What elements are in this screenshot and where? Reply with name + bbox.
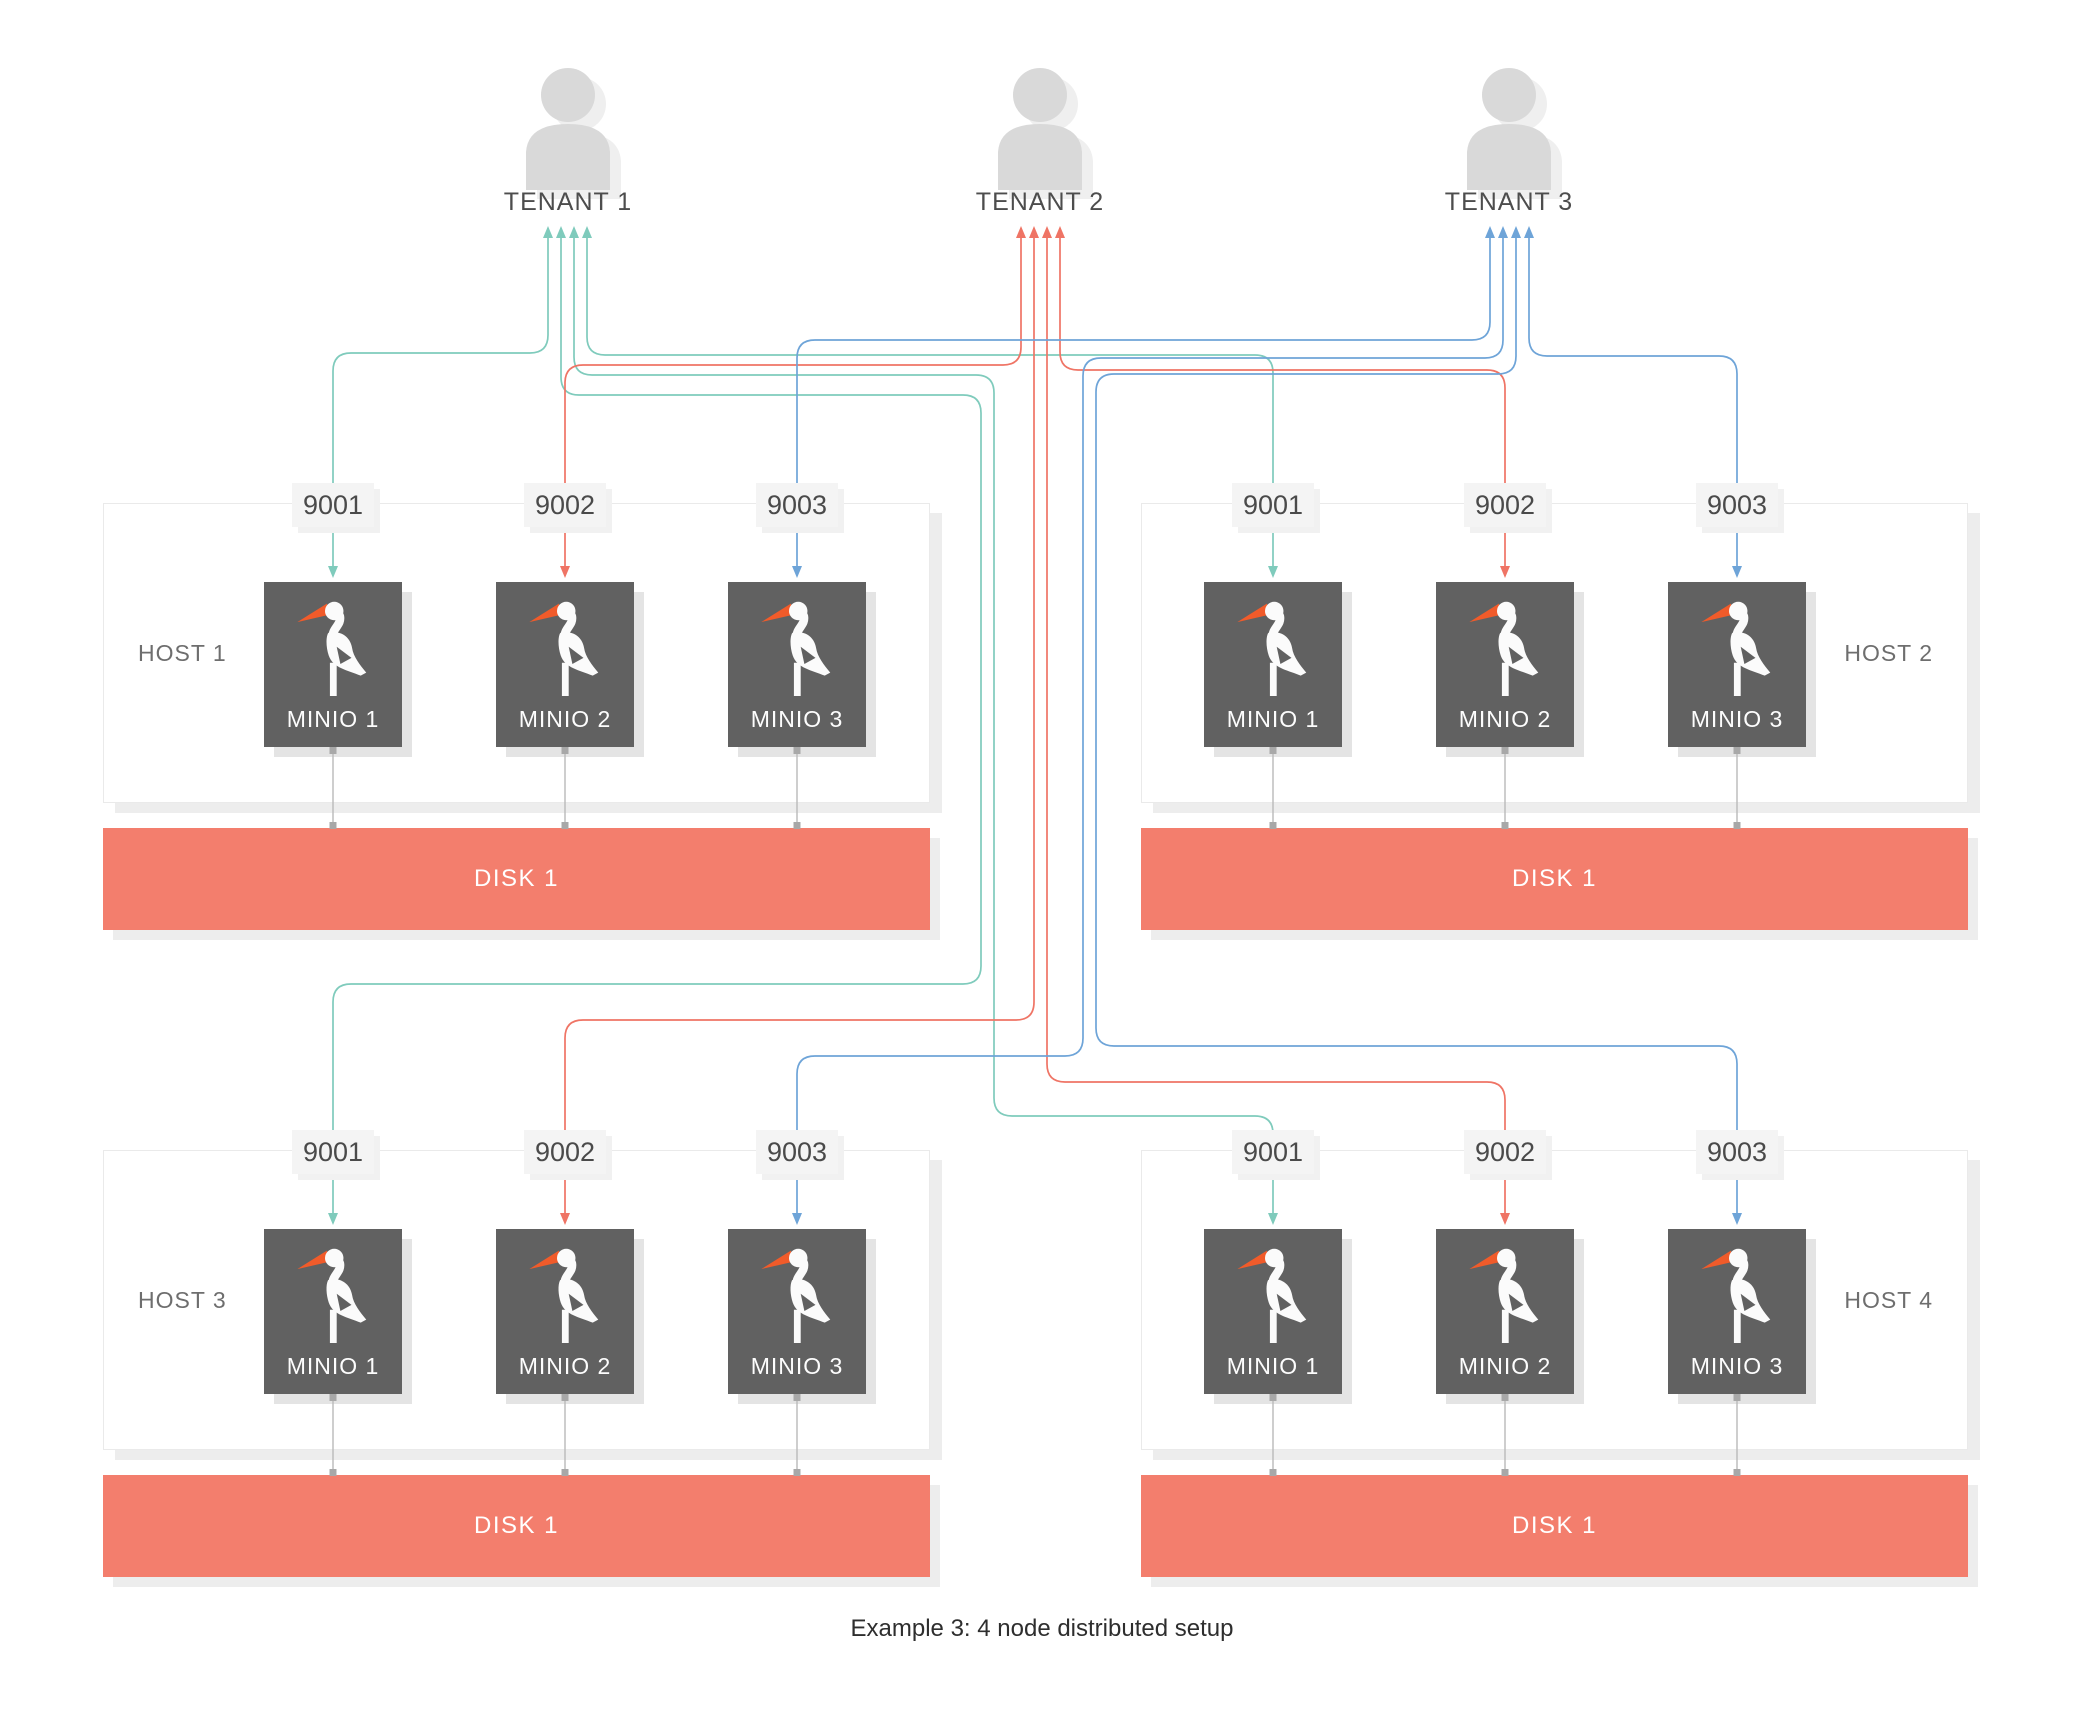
minio-node: MINIO 1 [264, 1229, 402, 1394]
port-badge: 9002 [1464, 1130, 1546, 1174]
minio-node-label: MINIO 3 [750, 706, 844, 732]
port-badge: 9001 [292, 483, 374, 527]
minio-stork-icon [1469, 1248, 1539, 1343]
port-badge: 9001 [292, 1130, 374, 1174]
minio-node-label: MINIO 2 [518, 1353, 612, 1379]
minio-node-label: MINIO 2 [1458, 706, 1552, 732]
port-badge: 9001 [1232, 1130, 1314, 1174]
minio-node: MINIO 2 [496, 1229, 634, 1394]
minio-node-label: MINIO 3 [750, 1353, 844, 1379]
disk-bar: DISK 1 [103, 1475, 930, 1577]
tenant-label: TENANT 2 [975, 188, 1105, 216]
minio-node-label: MINIO 2 [518, 706, 612, 732]
tenant-label: TENANT 1 [503, 188, 633, 216]
minio-stork-icon [297, 601, 367, 696]
minio-node: MINIO 1 [264, 582, 402, 747]
person-icon [1467, 68, 1562, 199]
minio-node: MINIO 1 [1204, 1229, 1342, 1394]
port-badge: 9003 [1696, 1130, 1778, 1174]
minio-stork-icon [1237, 601, 1307, 696]
person-icon [998, 68, 1093, 199]
tenant-1: TENANT 1 [448, 0, 688, 250]
minio-stork-icon [1469, 601, 1539, 696]
port-badge: 9003 [1696, 483, 1778, 527]
diagram-caption: Example 3: 4 node distributed setup [850, 1615, 1234, 1642]
minio-stork-icon [761, 1248, 831, 1343]
minio-node-label: MINIO 3 [1690, 706, 1784, 732]
minio-node-label: MINIO 1 [286, 1353, 380, 1379]
minio-stork-icon [529, 601, 599, 696]
minio-node: MINIO 2 [1436, 1229, 1574, 1394]
port-badge: 9003 [756, 483, 838, 527]
minio-stork-icon [761, 601, 831, 696]
minio-node: MINIO 3 [728, 582, 866, 747]
minio-node-label: MINIO 1 [286, 706, 380, 732]
host-label: HOST 2 [1844, 639, 1933, 666]
disk-bar: DISK 1 [1141, 828, 1968, 930]
minio-node: MINIO 3 [1668, 1229, 1806, 1394]
port-badge: 9001 [1232, 483, 1314, 527]
disk-bar: DISK 1 [103, 828, 930, 930]
disk-label: DISK 1 [473, 1512, 560, 1539]
port-badge: 9002 [524, 483, 606, 527]
minio-node: MINIO 1 [1204, 582, 1342, 747]
tenant-label: TENANT 3 [1444, 188, 1574, 216]
minio-stork-icon [1701, 601, 1771, 696]
minio-node: MINIO 2 [496, 582, 634, 747]
minio-node: MINIO 3 [728, 1229, 866, 1394]
minio-node-label: MINIO 3 [1690, 1353, 1784, 1379]
disk-label: DISK 1 [1511, 865, 1598, 892]
host-label: HOST 4 [1844, 1286, 1933, 1313]
port-badge: 9003 [756, 1130, 838, 1174]
person-icon [526, 68, 621, 199]
minio-stork-icon [1701, 1248, 1771, 1343]
minio-node: MINIO 2 [1436, 582, 1574, 747]
disk-label: DISK 1 [1511, 1512, 1598, 1539]
minio-stork-icon [297, 1248, 367, 1343]
tenant-2: TENANT 2 [920, 0, 1160, 250]
host-label: HOST 1 [138, 639, 227, 666]
minio-node-label: MINIO 1 [1226, 1353, 1320, 1379]
disk-bar: DISK 1 [1141, 1475, 1968, 1577]
host-label: HOST 3 [138, 1286, 227, 1313]
disk-label: DISK 1 [473, 865, 560, 892]
port-badge: 9002 [1464, 483, 1546, 527]
minio-node-label: MINIO 2 [1458, 1353, 1552, 1379]
port-badge: 9002 [524, 1130, 606, 1174]
minio-stork-icon [1237, 1248, 1307, 1343]
minio-node: MINIO 3 [1668, 582, 1806, 747]
tenant-3: TENANT 3 [1389, 0, 1629, 250]
minio-node-label: MINIO 1 [1226, 706, 1320, 732]
minio-stork-icon [529, 1248, 599, 1343]
